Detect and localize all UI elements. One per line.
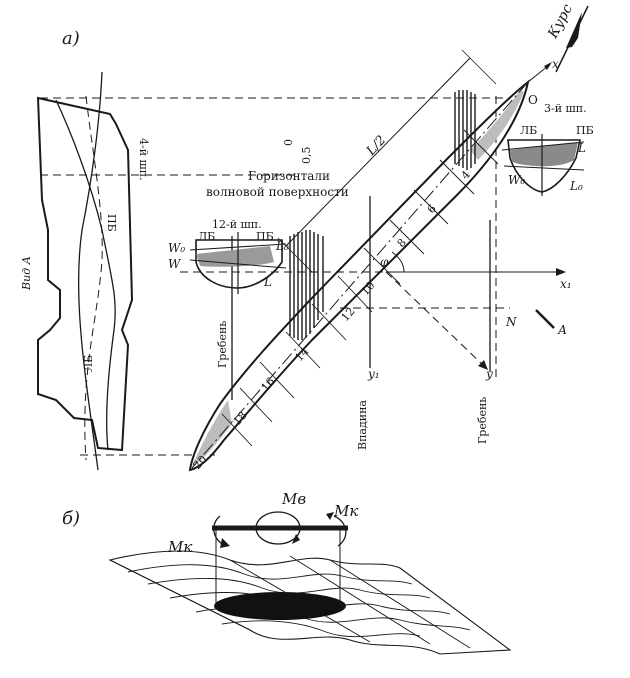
view-a-arrow-label: А: [557, 323, 567, 337]
frame12-name: 12-й шп.: [212, 218, 262, 231]
axis-y1-label: y₁: [367, 367, 380, 381]
axes: [385, 62, 566, 370]
frame3-l0: L₀: [569, 179, 583, 193]
station-10: 10: [359, 279, 378, 298]
station-8: 8: [395, 236, 409, 250]
view-a-arrow: [535, 309, 555, 329]
station-14: 14: [293, 345, 312, 364]
panel-b-label: б): [62, 508, 80, 529]
wave-surface: [108, 550, 512, 655]
course-arrow: [555, 5, 589, 73]
frame12-w: W: [168, 257, 182, 271]
trough-label: Впадина: [356, 400, 369, 450]
view-a-lb-label: ЛБ: [82, 355, 95, 372]
frame12-section: [189, 232, 287, 294]
contour-0-label: 0: [282, 139, 295, 146]
point-n-label: N: [505, 315, 517, 329]
wave-contours-right: [454, 90, 476, 170]
frame12-l: L: [263, 275, 272, 289]
ship-on-wave: [212, 525, 348, 620]
wave-contours-left: [289, 230, 324, 340]
origin-label: О: [528, 93, 538, 107]
contour-05-label: 0,5: [300, 147, 313, 165]
station-18: 18: [231, 409, 250, 428]
moment-v-label: Mв: [281, 490, 306, 508]
crest-right-label: Гребень: [476, 397, 489, 444]
crest-left-label: Гребень: [216, 321, 229, 368]
moment-k-left-label: Mк: [167, 538, 192, 556]
axis-y-label: y: [485, 367, 493, 381]
frame12-lb: ЛБ: [198, 230, 215, 243]
frame12-w0: W₀: [168, 241, 185, 255]
view-a-frame-label: 4-й шп.: [137, 138, 150, 181]
wave-contours-title-2: волновой поверхности: [206, 185, 349, 199]
wave-contours-title-1: Горизонтали: [248, 169, 330, 183]
panel-a-label: а): [62, 28, 80, 49]
moment-k-right-label: Mк: [333, 502, 358, 520]
frame3-name: 3-й шп.: [544, 102, 587, 115]
frame3-pb: ПБ: [576, 124, 594, 137]
course-label: Курс: [545, 2, 576, 42]
axis-x1-label: x₁: [560, 277, 572, 291]
frame12-pb: ПБ: [256, 230, 274, 243]
view-a-label: Вид А: [20, 256, 33, 291]
axis-x-label: x: [552, 57, 559, 71]
angle-phi-label: φ: [380, 255, 389, 269]
half-length-label: L/2: [363, 133, 389, 160]
frame3-section: [501, 134, 585, 196]
frame3-w0: W₀: [508, 173, 525, 187]
view-a-pb-label: ПБ: [105, 214, 118, 232]
frame3-lb: ЛБ: [520, 124, 537, 137]
moment-arrows: [213, 511, 347, 548]
frame12-l0: L₀: [275, 239, 289, 253]
view-a-profile: [36, 71, 134, 471]
frame3-l: L: [577, 141, 586, 155]
